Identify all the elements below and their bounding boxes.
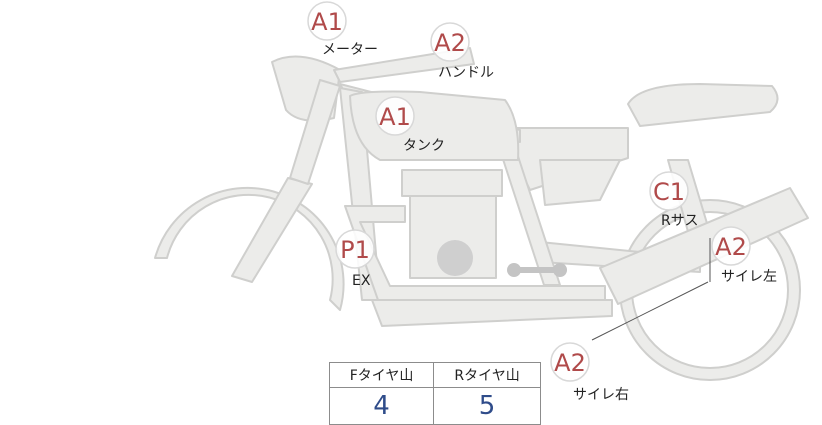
seat (627, 83, 779, 127)
part-name: メーター (322, 42, 378, 58)
grade-badge (649, 171, 689, 211)
label-silencer-right: A2 サイレ右 (550, 342, 629, 403)
grade-code: P1 (340, 236, 370, 264)
tyre-table-header-row: Fタイヤ山 Rタイヤ山 (328, 362, 541, 388)
side-cover (539, 159, 621, 206)
rear-tire (619, 199, 801, 381)
muffler (599, 187, 809, 305)
grade-code: C1 (653, 178, 685, 206)
grade-badge (430, 22, 470, 62)
label-handle: A2 ハンドル (430, 22, 494, 81)
label-silencer-left: A2 サイレ左 (711, 226, 777, 285)
grade-badge (375, 96, 415, 136)
engine-cylinder (401, 169, 503, 197)
grade-badge (711, 226, 751, 266)
part-name: サイレ左 (721, 269, 777, 285)
grade-code: A2 (554, 349, 586, 377)
grade-code: A1 (379, 103, 411, 131)
rear-tyre-value: 5 (433, 387, 541, 425)
exhaust-pipe-lower (371, 299, 613, 327)
part-name: EX (352, 273, 371, 289)
tyre-tread-table: Fタイヤ山 Rタイヤ山 4 5 (328, 362, 541, 425)
fork-upper (289, 79, 341, 185)
part-name: タンク (403, 138, 445, 154)
grade-code: A1 (311, 8, 343, 36)
label-meter: A1 メーター (307, 1, 378, 58)
grade-badge (307, 1, 347, 41)
grade-badge (550, 342, 590, 382)
front-tyre-value: 4 (328, 387, 435, 425)
grade-code: A2 (715, 233, 747, 261)
label-tank: A1 タンク (375, 96, 445, 154)
tyre-table-value-row: 4 5 (328, 387, 541, 425)
callout-lines (591, 238, 711, 341)
rear-tyre-header: Rタイヤ山 (433, 362, 541, 388)
part-name: ハンドル (438, 65, 494, 81)
front-tire (154, 186, 345, 311)
engine-details (437, 240, 567, 277)
part-name: サイレ右 (573, 387, 629, 403)
grade-badge (335, 229, 375, 269)
front-tyre-header: Fタイヤ山 (328, 362, 435, 388)
part-name: Rサス (661, 213, 698, 229)
grade-code: A2 (434, 29, 466, 57)
